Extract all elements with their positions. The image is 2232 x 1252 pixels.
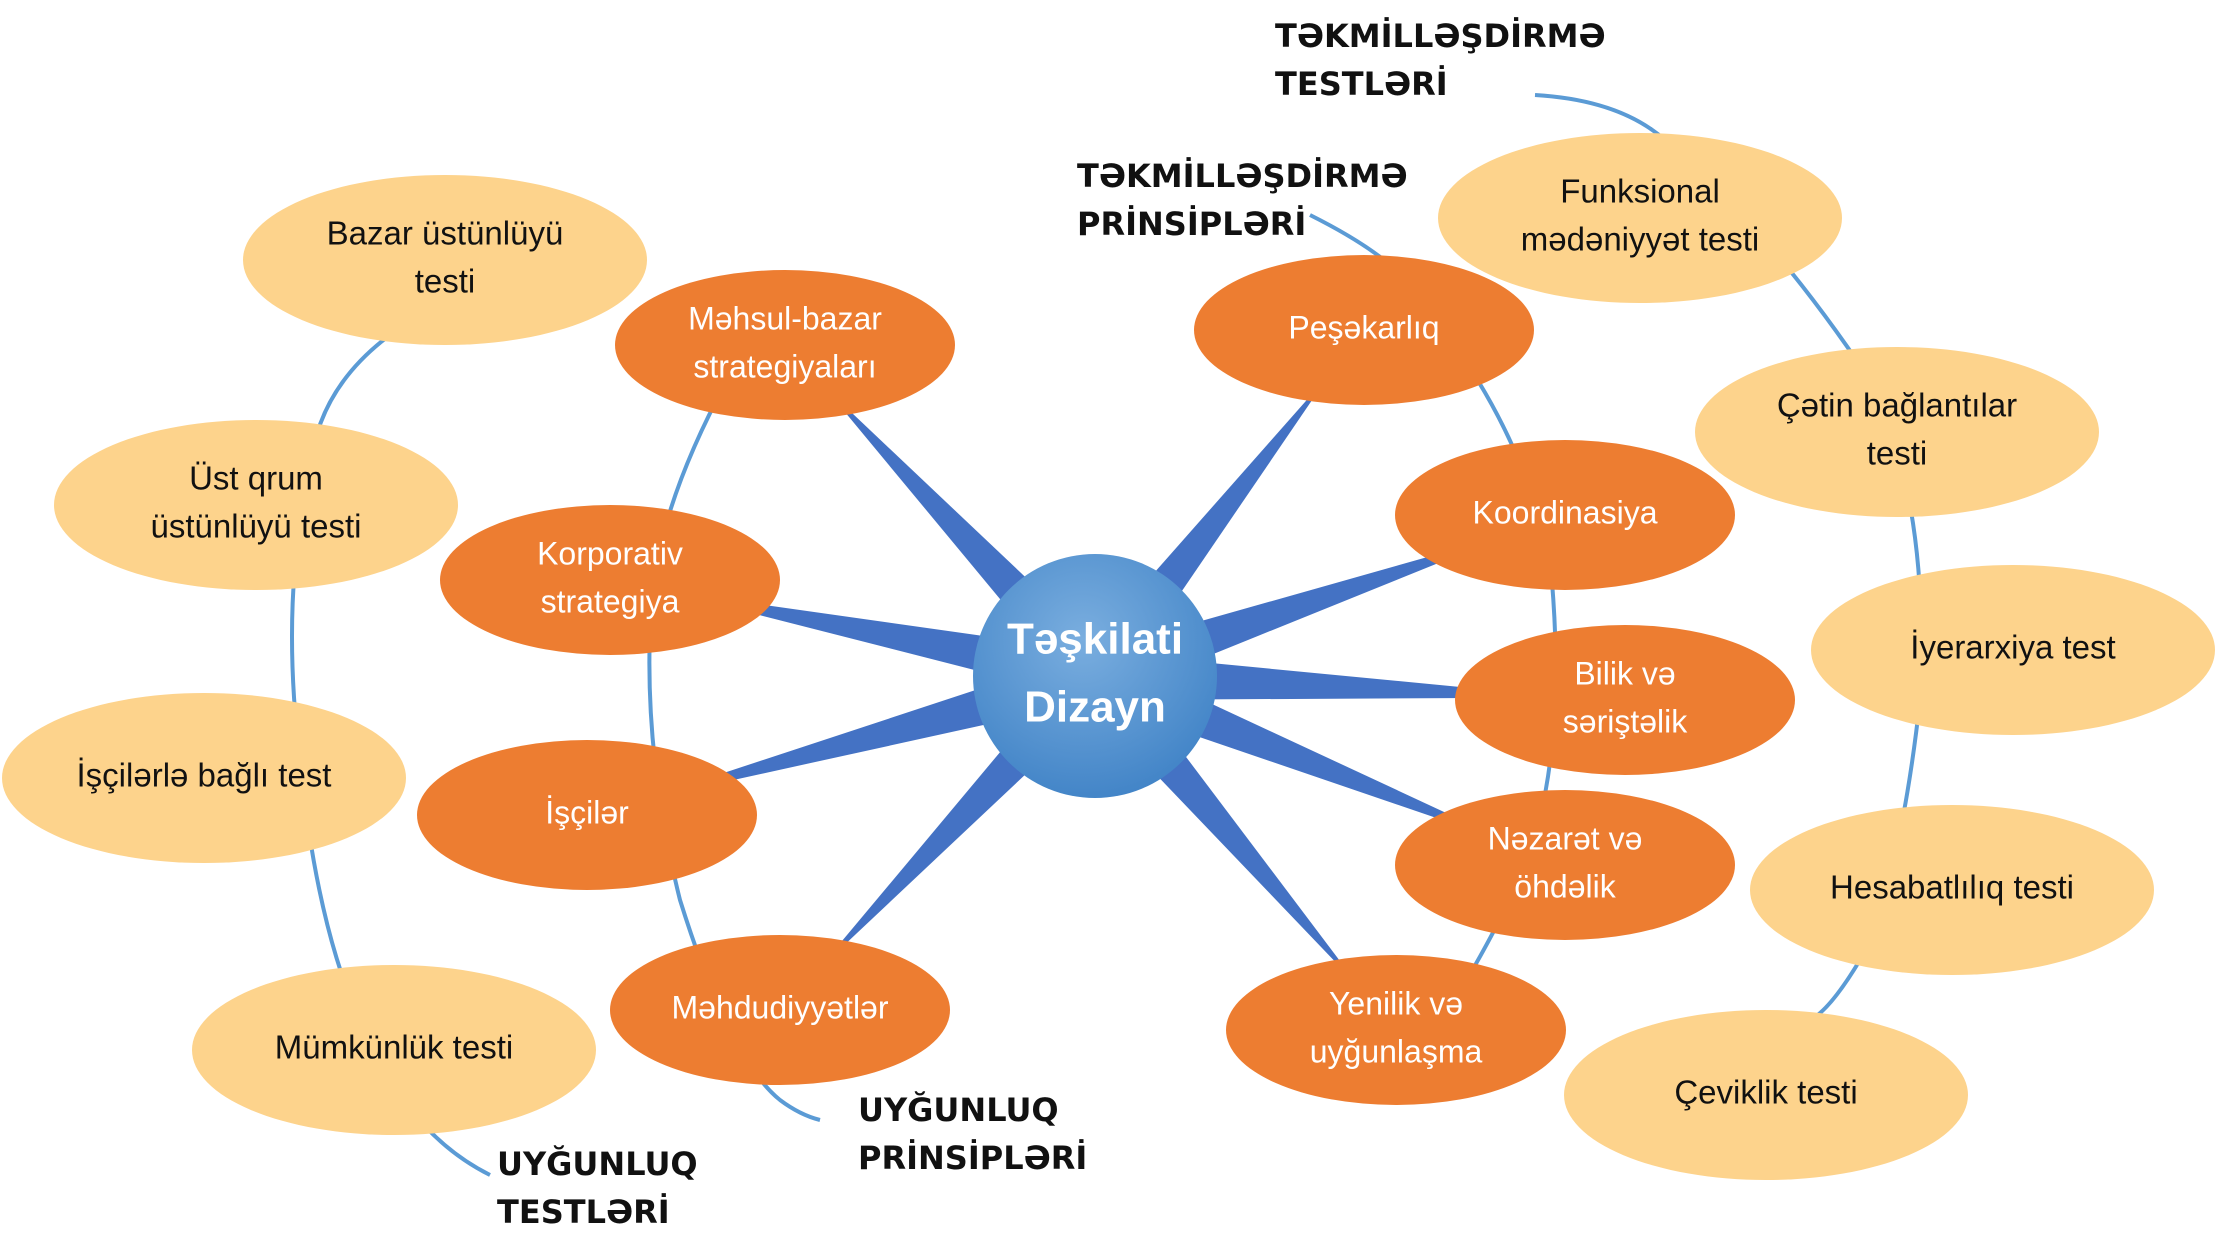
outer-right-node-1-label: mədəniyyət testi xyxy=(1521,221,1759,258)
outer-right-node-3: İyerarxiya test xyxy=(1811,565,2215,735)
label-improvement-principles: TƏKMİLLƏŞDİRMƏ xyxy=(1077,157,1408,195)
inner-right-node-2: Koordinasiya xyxy=(1395,440,1735,590)
outer-left-node-3-shape xyxy=(2,693,406,863)
outer-right-node-5-shape xyxy=(1564,1010,1968,1180)
inner-left-node-1: Məhsul-bazar strategiyaları xyxy=(615,270,955,420)
outer-right-node-2: Çətin bağlantılar testi xyxy=(1695,347,2099,517)
inner-left-node-2-label: Korporativ xyxy=(537,535,683,571)
label-fit-principles: PRİNSİPLƏRİ xyxy=(858,1139,1087,1177)
outer-right-node-3-label: İyerarxiya test xyxy=(1910,629,2115,666)
label-fit-tests: UYĞUNLUQ xyxy=(497,1144,698,1183)
outer-left-node-1-label: testi xyxy=(415,263,476,300)
outer-left-node-3-label: İşçilərlə bağlı test xyxy=(77,757,332,794)
label-fit-tests: TESTLƏRİ xyxy=(497,1193,670,1231)
inner-left-node-2-shape xyxy=(440,505,780,655)
inner-right-node-1-shape xyxy=(1194,255,1534,405)
inner-right-node-1-label: Peşəkarlıq xyxy=(1288,309,1439,345)
inner-left-node-3-shape xyxy=(417,740,757,890)
label-improvement-principles: PRİNSİPLƏRİ xyxy=(1077,205,1306,243)
inner-left-node-2: Korporativ strategiya xyxy=(440,505,780,655)
outer-left-node-3: İşçilərlə bağlı test xyxy=(2,693,406,863)
outer-right-node-5: Çeviklik testi xyxy=(1564,1010,1968,1180)
inner-right-node-3-label: Bilik və xyxy=(1574,655,1675,691)
outer-left-node-2: Üst qrum üstünlüyü testi xyxy=(54,420,458,590)
outer-right-node-4-shape xyxy=(1750,805,2154,975)
outer-right-node-2-label: Çətin bağlantılar xyxy=(1777,387,2017,424)
outer-right-node-2-label: testi xyxy=(1867,435,1928,472)
outer-right-node-1-shape xyxy=(1438,133,1842,303)
inner-right-node-5-shape xyxy=(1226,955,1566,1105)
outer-right-node-2-shape xyxy=(1695,347,2099,517)
inner-right-node-5: Yenilik və uyğunlaşma xyxy=(1226,955,1566,1105)
outer-left-node-2-label: üstünlüyü testi xyxy=(151,508,362,545)
inner-right-node-4-shape xyxy=(1395,790,1735,940)
inner-right-node-2-label: Koordinasiya xyxy=(1473,494,1658,530)
outer-left-node-4-label: Mümkünlük testi xyxy=(275,1029,513,1066)
outer-left-node-4: Mümkünlük testi xyxy=(192,965,596,1135)
inner-right-node-4-label: öhdəlik xyxy=(1514,868,1616,904)
inner-right-node-1: Peşəkarlıq xyxy=(1194,255,1534,405)
center-circle xyxy=(973,554,1217,798)
inner-left-node-1-label: Məhsul-bazar xyxy=(688,300,882,336)
outer-right-node-1: Funksional mədəniyyət testi xyxy=(1438,133,1842,303)
outer-left-node-1-label: Bazar üstünlüyü xyxy=(327,215,564,252)
inner-left-node-4-label: Məhdudiyyətlər xyxy=(672,989,889,1025)
outer-right-node-4-label: Hesabatlılıq testi xyxy=(1830,869,2074,906)
inner-right-node-4: Nəzarət və öhdəlik xyxy=(1395,790,1735,940)
label-improvement-tests: TESTLƏRİ xyxy=(1275,65,1448,103)
outer-right-node-5-label: Çeviklik testi xyxy=(1674,1074,1857,1111)
outer-left-node-1-shape xyxy=(243,175,647,345)
inner-left-node-4-shape xyxy=(610,935,950,1085)
outer-right-node-3-shape xyxy=(1811,565,2215,735)
outer-right-node-1-label: Funksional xyxy=(1560,173,1720,210)
inner-right-node-3-label: səriştəlik xyxy=(1563,703,1688,739)
inner-left-node-1-label: strategiyaları xyxy=(693,348,876,384)
inner-left-node-1-shape xyxy=(615,270,955,420)
outer-left-node-1: Bazar üstünlüyü testi xyxy=(243,175,647,345)
group-labels: TƏKMİLLƏŞDİRMƏ TESTLƏRİ TƏKMİLLƏŞDİRMƏ PRİN… xyxy=(497,17,1606,1231)
outer-left-node-2-label: Üst qrum xyxy=(189,460,323,497)
inner-left-node-4: Məhdudiyyətlər xyxy=(610,935,950,1085)
outer-left-node-4-shape xyxy=(192,965,596,1135)
inner-left-node-2-label: strategiya xyxy=(541,583,680,619)
inner-right-node-3: Bilik və səriştəlik xyxy=(1455,625,1795,775)
center-title: Təşkilati xyxy=(1007,615,1183,664)
inner-right-node-5-label: uyğunlaşma xyxy=(1310,1033,1483,1069)
outer-left-node-2-shape xyxy=(54,420,458,590)
center-title: Dizayn xyxy=(1024,683,1166,732)
label-improvement-tests: TƏKMİLLƏŞDİRMƏ xyxy=(1275,17,1606,55)
outer-right-node-4: Hesabatlılıq testi xyxy=(1750,805,2154,975)
inner-right-node-3-shape xyxy=(1455,625,1795,775)
inner-left-node-3-label: İşçilər xyxy=(545,794,629,830)
label-fit-principles: UYĞUNLUQ xyxy=(858,1090,1059,1129)
inner-right-node-5-label: Yenilik və xyxy=(1329,985,1463,1021)
inner-right-node-2-shape xyxy=(1395,440,1735,590)
inner-left-node-3: İşçilər xyxy=(417,740,757,890)
inner-right-node-4-label: Nəzarət və xyxy=(1488,820,1643,856)
